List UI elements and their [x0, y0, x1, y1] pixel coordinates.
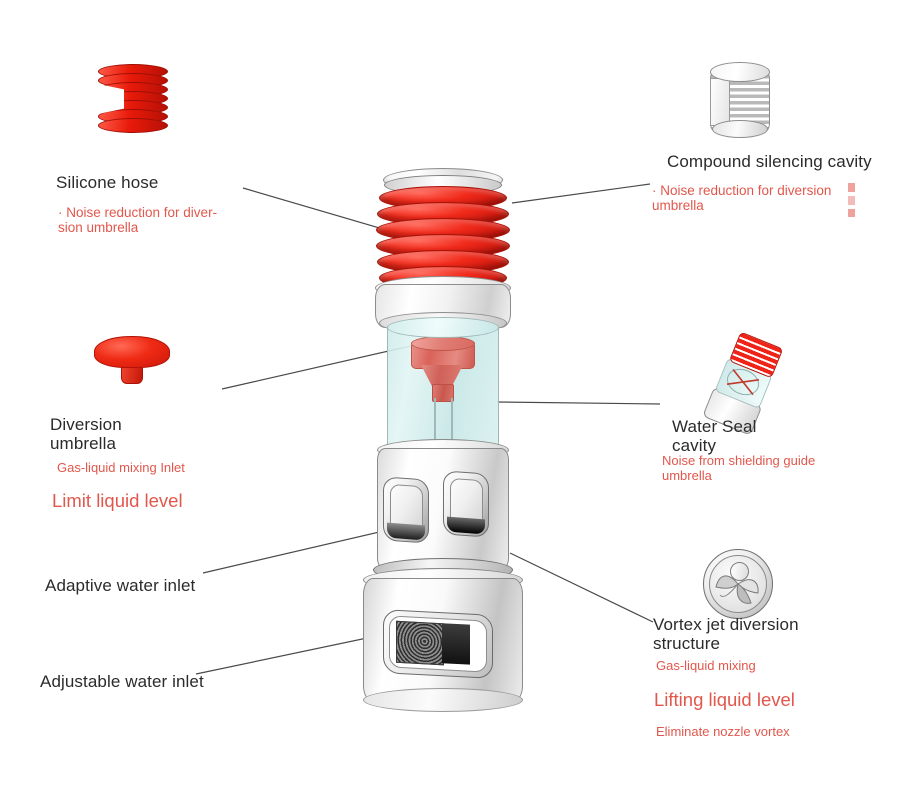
vortex-mesh-texture — [396, 620, 444, 666]
window-shadow — [447, 516, 485, 535]
thumbnail-red-coil-spring — [98, 64, 170, 134]
label-compound-silencing-title: Compound silencing cavity — [667, 152, 872, 171]
adaptive-inlet-window-right — [443, 470, 489, 538]
clipped-text-artifact — [848, 183, 855, 217]
thumbnail-diversion-umbrella — [94, 326, 170, 392]
label-vortex-note-1: Gas-liquid mixing — [656, 658, 756, 673]
base-window-shadow — [442, 623, 470, 665]
thumbnail-vortex-impeller-disc — [703, 549, 773, 619]
umbrella-guide-tube-left — [434, 398, 436, 450]
diversion-umbrella-cap-top — [411, 336, 475, 351]
label-diversion-umbrella-title: Diversion umbrella — [50, 415, 122, 454]
base-window-inner-face — [389, 615, 487, 673]
label-vortex-title: Vortex jet diversion structure — [653, 615, 799, 654]
aerator-assembly-illustration — [355, 160, 535, 720]
label-vortex-note-3: Eliminate nozzle vortex — [656, 724, 790, 739]
vortex-blades — [715, 575, 759, 604]
label-adaptive-water-inlet: Adaptive water inlet — [45, 576, 196, 595]
base-bottom-rim — [363, 688, 523, 712]
window-shadow — [387, 522, 425, 541]
label-vortex-note-2: Lifting liquid level — [654, 689, 795, 710]
umbrella-guide-tube-right — [451, 398, 453, 450]
thumbnail-water-seal-cavity — [700, 331, 788, 436]
label-water-seal-title: Water Seal cavity — [672, 417, 757, 456]
label-water-seal-note: Noise from shielding guide umbrella — [662, 453, 816, 483]
water-seal-cross-detail — [726, 368, 760, 396]
label-compound-silencing-note: · Noise reduction for diversion umbrella — [652, 183, 832, 214]
label-silicone-hose-title: Silicone hose — [56, 173, 159, 192]
water-seal-cavity-top — [387, 317, 499, 338]
thumbnail-compound-silencing-cavity — [706, 62, 774, 138]
label-silicone-hose-note: · Noise reduction for diver- sion umbrel… — [58, 205, 218, 236]
diversion-umbrella-stem — [432, 384, 454, 402]
label-adjustable-water-inlet: Adjustable water inlet — [40, 672, 204, 691]
label-diversion-umbrella-note-2: Limit liquid level — [52, 490, 183, 511]
label-diversion-umbrella-note-1: Gas-liquid mixing Inlet — [57, 460, 185, 475]
adjustable-inlet-window — [383, 609, 493, 679]
adaptive-inlet-window-left — [383, 476, 429, 544]
